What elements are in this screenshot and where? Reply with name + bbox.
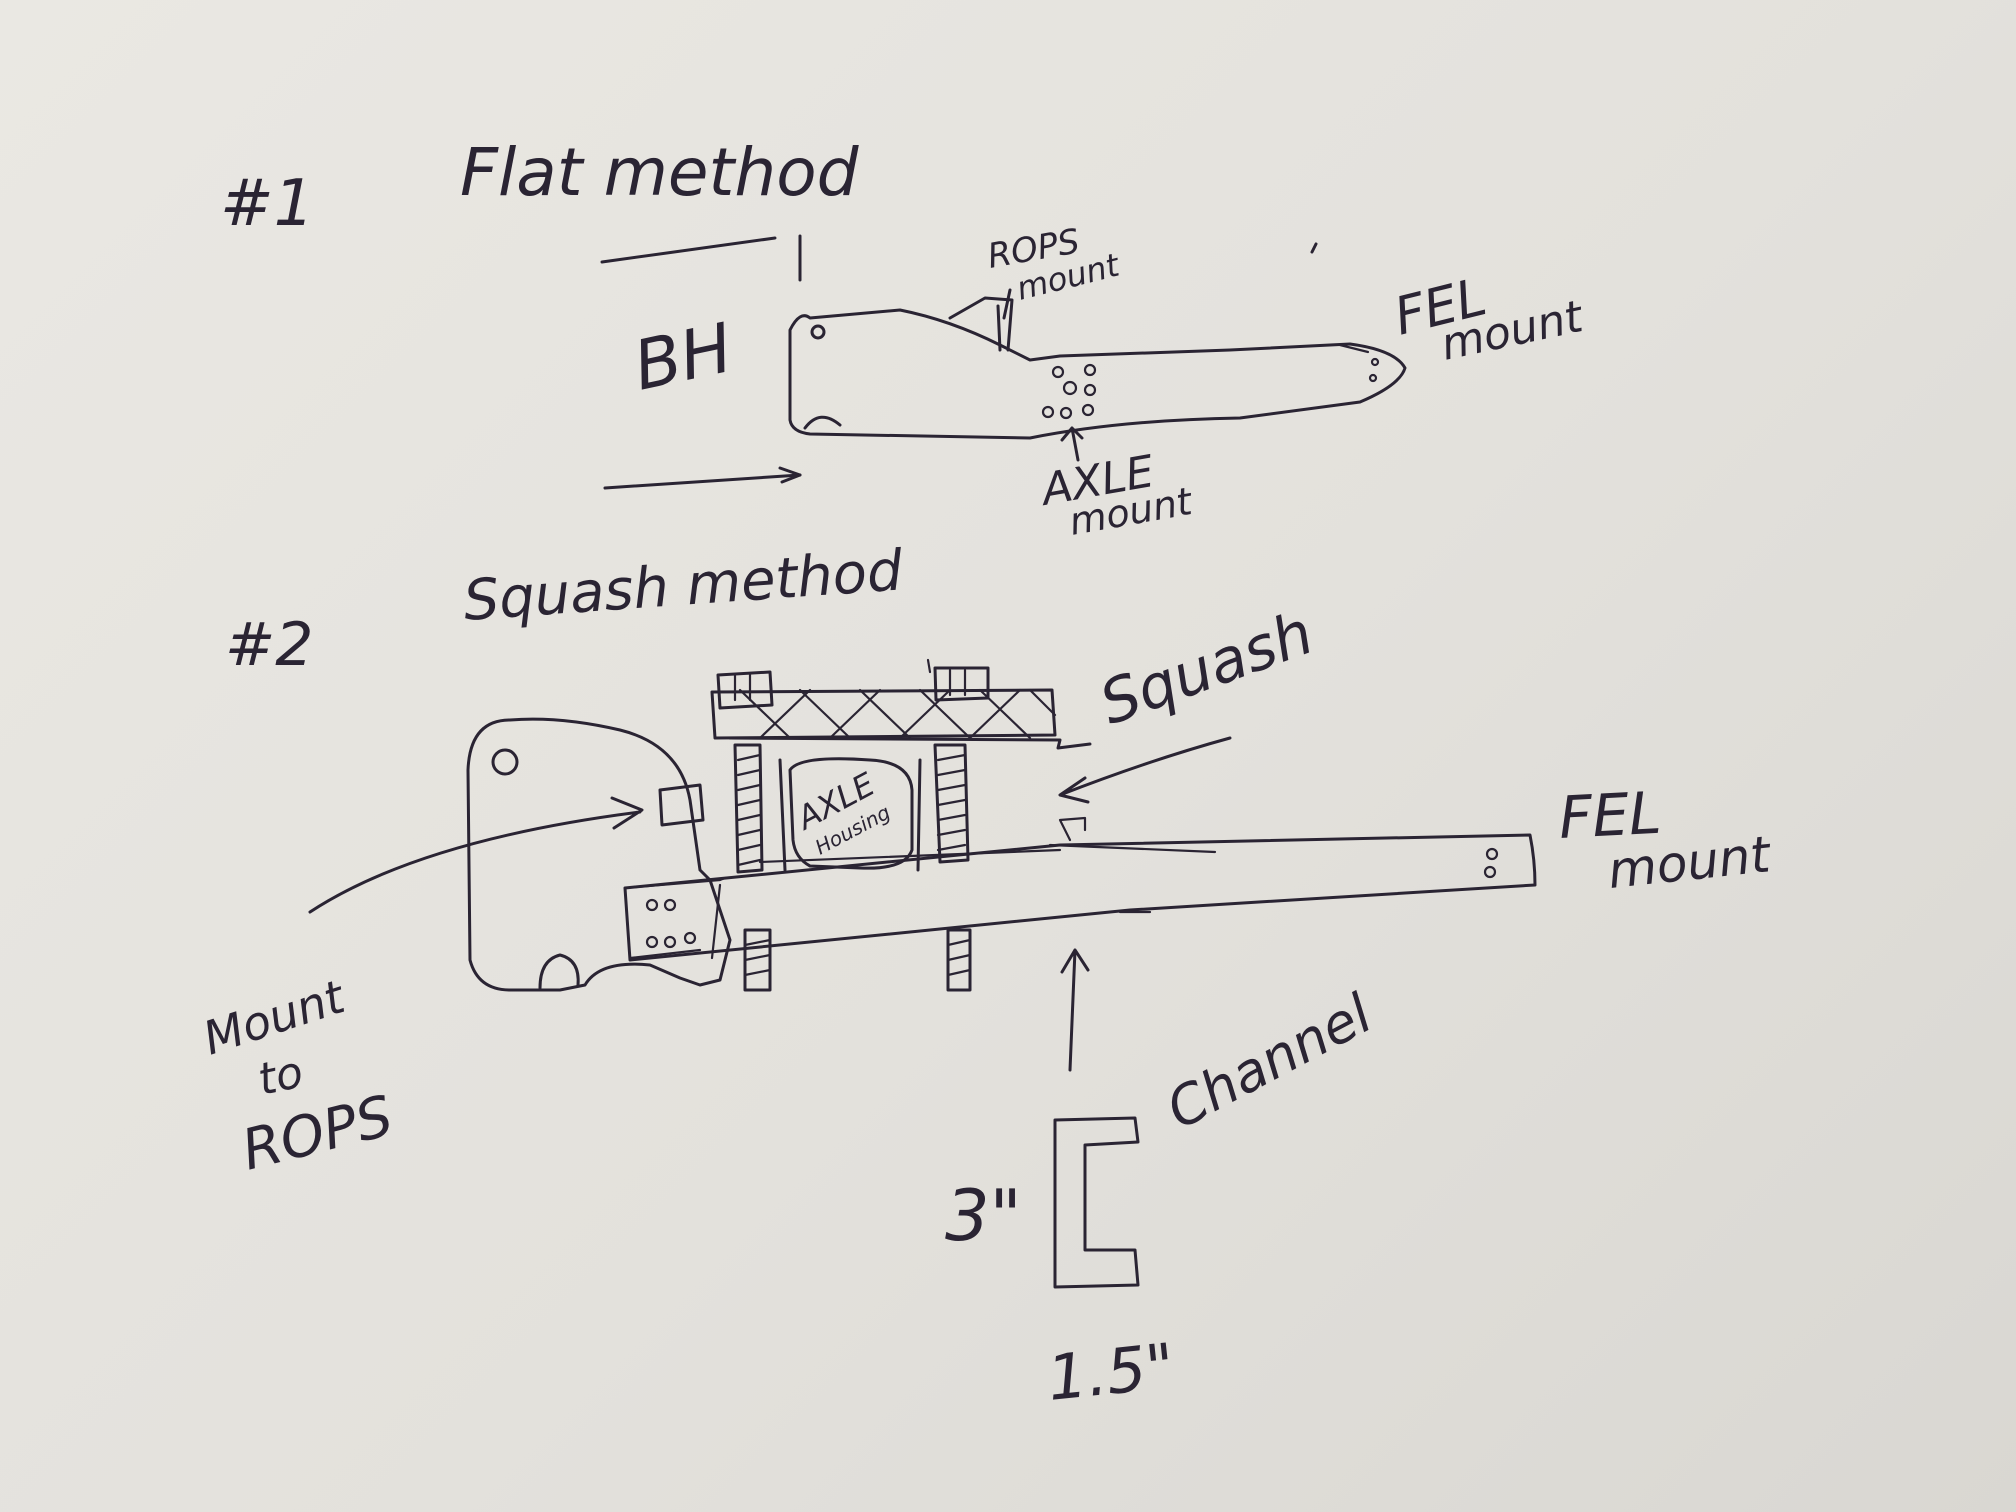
rops-mount-arrow: [1002, 288, 1012, 320]
section2-title: Squash method: [461, 538, 905, 634]
mount-to-rops-label-3: ROPS: [236, 1084, 400, 1184]
channel-height-label: 3": [945, 1175, 1022, 1257]
axle-housing-clamp: [733, 743, 972, 992]
fel-channel-arm: [623, 816, 1537, 962]
stray-mark: [1310, 242, 1318, 254]
fel-mount-label-s2-1: FEL: [1557, 779, 1663, 852]
squash-arrow: [1058, 736, 1232, 804]
channel-pointer-arrow: [1060, 948, 1090, 1072]
channel-width-label: 1.5": [1044, 1329, 1178, 1415]
section1-number: #1: [220, 167, 314, 241]
rops-side-plate: [466, 717, 732, 992]
bh-label: BH: [627, 309, 739, 407]
section1-title: Flat method: [460, 134, 860, 211]
top-clamp-plate: [710, 658, 1092, 750]
mount-to-rops-arrow: [308, 796, 644, 914]
channel-label: Channel: [1157, 982, 1382, 1142]
section2-number: #2: [225, 610, 313, 680]
channel-profile: [1053, 1116, 1140, 1289]
mount-to-rops-label-2: to: [254, 1047, 308, 1106]
axle-mount-arrow: [1060, 426, 1084, 462]
bh-arrows: [600, 234, 802, 490]
squash-label: Squash: [1091, 598, 1322, 739]
flat-bracket-plate: [788, 296, 1407, 440]
